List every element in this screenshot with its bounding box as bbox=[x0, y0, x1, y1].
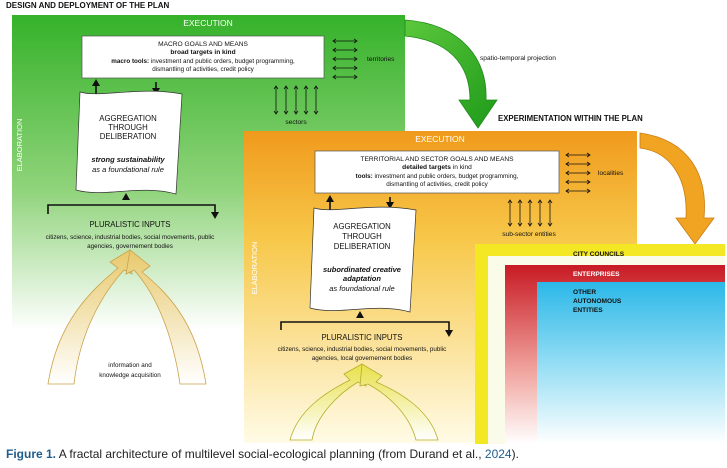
top-elaboration-label: ELABORATION bbox=[15, 119, 24, 172]
territories-arrows bbox=[332, 38, 358, 80]
detailed-targets-label: detailed targets bbox=[402, 164, 451, 171]
detailed-targets-text: in kind bbox=[451, 164, 472, 171]
mid-inputs-line2: agencies, local governement bodies bbox=[312, 355, 412, 362]
macro-tools-text: investment and public orders, budget pro… bbox=[149, 58, 295, 65]
experimentation-title: EXPERIMENTATION WITHIN THE PLAN bbox=[498, 114, 643, 123]
mid-aggregation-line1: AGGREGATION bbox=[333, 222, 390, 231]
macro-goals-box bbox=[81, 35, 325, 79]
top-flow-arrows bbox=[47, 79, 219, 219]
tools-line2: dismantling of activities, credit policy bbox=[386, 181, 488, 188]
caption-year-link[interactable]: 2024 bbox=[484, 447, 512, 461]
mid-aggregation-line3: DELIBERATION bbox=[334, 242, 391, 251]
top-sustainability-label: strong sustainability bbox=[91, 155, 165, 164]
caption-end: ). bbox=[511, 447, 519, 461]
subsector-label: sub-sector entities bbox=[502, 231, 556, 238]
top-inputs-line1: citizens, science, industrial bodies, so… bbox=[46, 234, 215, 241]
macro-tools-label: macro tools: bbox=[111, 58, 149, 65]
territorial-goals-box bbox=[314, 150, 560, 194]
caption-text: A fractal architecture of multilevel soc… bbox=[56, 447, 485, 461]
top-aggregation-box bbox=[75, 90, 183, 195]
localities-arrows bbox=[565, 152, 591, 194]
mid-execution-label: EXECUTION bbox=[415, 134, 465, 144]
top-pluralistic-title: PLURALISTIC INPUTS bbox=[89, 220, 170, 229]
macro-tools-line2: dismantling of activities, credit policy bbox=[152, 66, 254, 73]
mid-aggregation-box bbox=[309, 206, 417, 313]
figure-caption: Figure 1. A fractal architecture of mult… bbox=[6, 447, 721, 461]
autonomous-line1: OTHER bbox=[573, 289, 596, 296]
macro-goals-title: MACRO GOALS AND MEANS bbox=[158, 41, 248, 48]
territorial-goals-title: TERRITORIAL AND SECTOR GOALS AND MEANS bbox=[360, 156, 514, 163]
top-aggregation-line1: AGGREGATION bbox=[99, 114, 156, 123]
info-label-line1: information and bbox=[108, 362, 152, 369]
sectors-arrows bbox=[273, 85, 319, 115]
projection-arrow bbox=[404, 19, 498, 129]
subordinated-line1: subordinated creative bbox=[323, 265, 401, 274]
autonomous-panel bbox=[537, 282, 725, 444]
caption-label: Figure 1. bbox=[6, 447, 57, 461]
top-aggregation-line2: THROUGH bbox=[108, 123, 147, 132]
mid-flow-arrows bbox=[280, 195, 453, 337]
mid-foundational-label: as foundational rule bbox=[329, 284, 394, 293]
projection-label: spatio-temporal projection bbox=[480, 55, 556, 62]
territories-label: territories bbox=[367, 56, 395, 63]
localities-label: localities bbox=[598, 170, 624, 177]
macro-goals-targets: broad targets in kind bbox=[170, 49, 235, 56]
mid-elaboration-label: ELABORATION bbox=[250, 242, 259, 295]
mid-aggregation-line2: THROUGH bbox=[342, 232, 381, 241]
subordinated-line2: adaptation bbox=[343, 274, 381, 283]
top-aggregation-line3: DELIBERATION bbox=[100, 132, 157, 141]
autonomous-line3: ENTITIES bbox=[573, 307, 603, 314]
detailed-targets-line: detailed targets in kind bbox=[402, 164, 472, 171]
macro-tools-line: macro tools: investment and public order… bbox=[111, 58, 295, 65]
mid-projection-arrow bbox=[639, 132, 715, 245]
sectors-label: sectors bbox=[285, 119, 307, 126]
autonomous-line2: AUTONOMOUS bbox=[573, 298, 622, 305]
mid-pluralistic-title: PLURALISTIC INPUTS bbox=[321, 333, 402, 342]
tools-line: tools: investment and public orders, bud… bbox=[356, 173, 519, 180]
top-inputs-line2: agencies, governement bodies bbox=[87, 243, 173, 250]
tools-label: tools: bbox=[356, 173, 373, 180]
mid-right-up-arrow bbox=[359, 363, 439, 441]
top-right-up-arrow bbox=[125, 249, 207, 385]
tools-text: investment and public orders, budget pro… bbox=[373, 173, 519, 180]
top-execution-label: EXECUTION bbox=[183, 18, 233, 28]
subsector-arrows bbox=[507, 199, 553, 227]
top-foundational-label: as a foundational rule bbox=[92, 165, 164, 174]
mid-inputs-line1: citizens, science, industrial bodies, so… bbox=[278, 346, 447, 353]
info-label-line2: knowledge acquisition bbox=[99, 372, 161, 379]
city-councils-label: CITY COUNCILS bbox=[573, 251, 625, 258]
top-title: DESIGN AND DEPLOYMENT OF THE PLAN bbox=[6, 1, 169, 10]
enterprises-label: ENTERPRISES bbox=[573, 271, 620, 278]
